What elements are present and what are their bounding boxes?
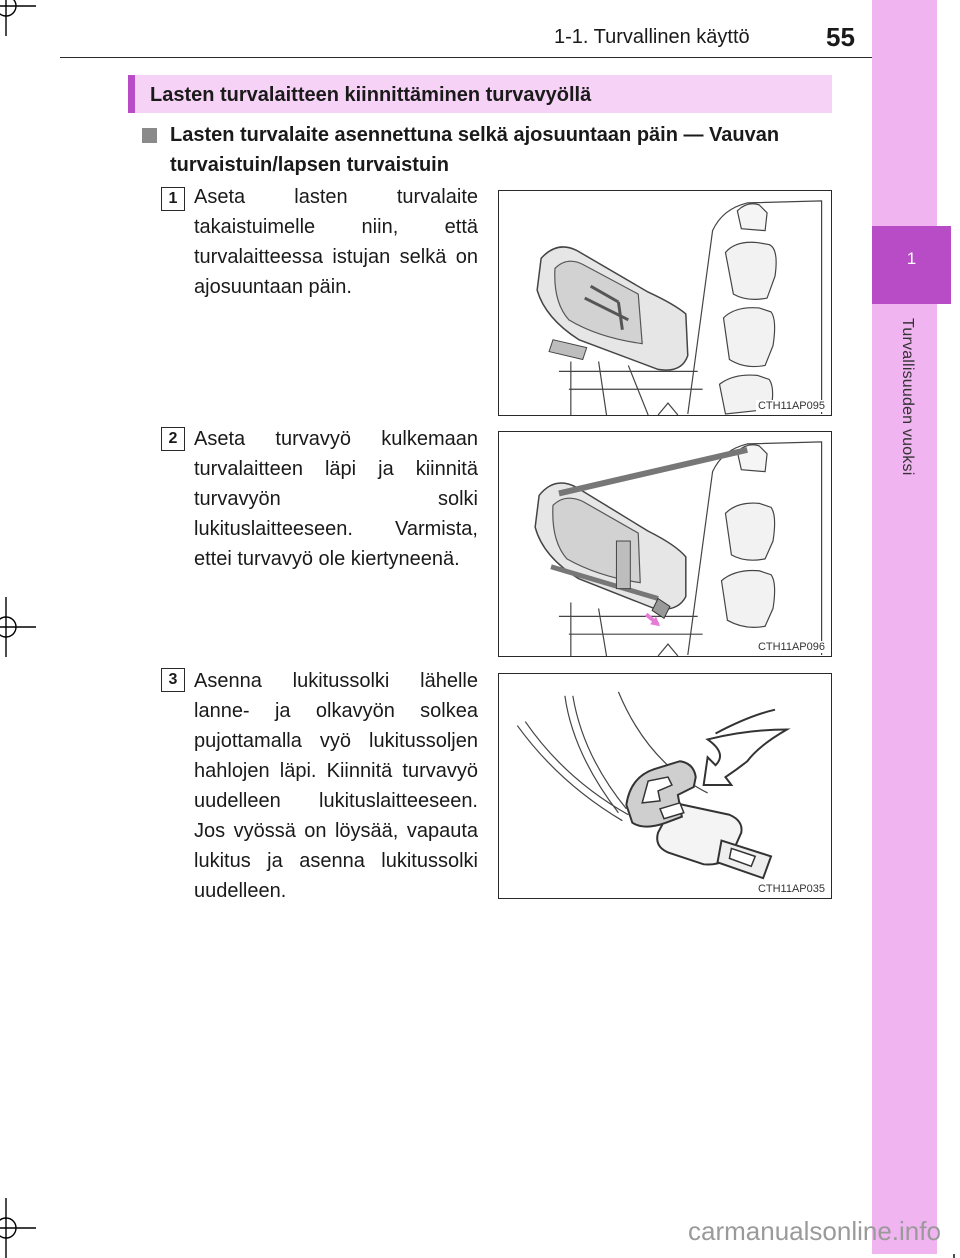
watermark: carmanualsonline.info [688,1216,941,1246]
step-3-number: 3 [161,668,185,692]
section-bar: Lasten turvalaitteen kiinnittäminen turv… [128,75,832,113]
subheading: Lasten turvalaite asennettuna selkä ajos… [170,124,780,176]
running-head: 1-1. Turvallinen käyttö [554,26,750,48]
step-1-text: Aseta lasten turvalaite takaistuimelle n… [194,186,478,298]
step-3-text: Asenna lukitussolki lähelle lanne- ja ol… [194,670,478,902]
step-2-text: Aseta turvavyö kulkemaan turvalaitteen l… [194,428,478,570]
step-2-number: 2 [161,427,185,451]
chapter-number-box: 1 [872,226,951,304]
subheading-bullet-icon [142,128,157,143]
chapter-title: Turvallisuuden vuoksi [899,318,916,476]
figure-2-code: CTH11AP096 [755,641,825,653]
figure-1-code: CTH11AP095 [755,400,825,412]
chapter-number: 1 [906,249,917,268]
step-1-number: 1 [161,187,185,211]
crop-mark-top-left [0,0,36,36]
seat-belt-routing-illustration [534,441,823,656]
figure-1: CTH11AP095 [498,190,832,416]
page-number: 55 [826,22,855,52]
crop-mark-mid-left [0,597,36,657]
header-rule [60,57,872,58]
locking-clip-illustration [516,691,791,880]
figure-3: CTH11AP035 [498,673,832,899]
child-seat-rear-facing-illustration [536,200,823,415]
section-title: Lasten turvalaitteen kiinnittäminen turv… [150,84,592,106]
side-tab-margin [937,0,960,1254]
figure-2: CTH11AP096 [498,431,832,657]
figure-3-code: CTH11AP035 [755,883,825,895]
crop-mark-bottom-left [0,1198,36,1258]
